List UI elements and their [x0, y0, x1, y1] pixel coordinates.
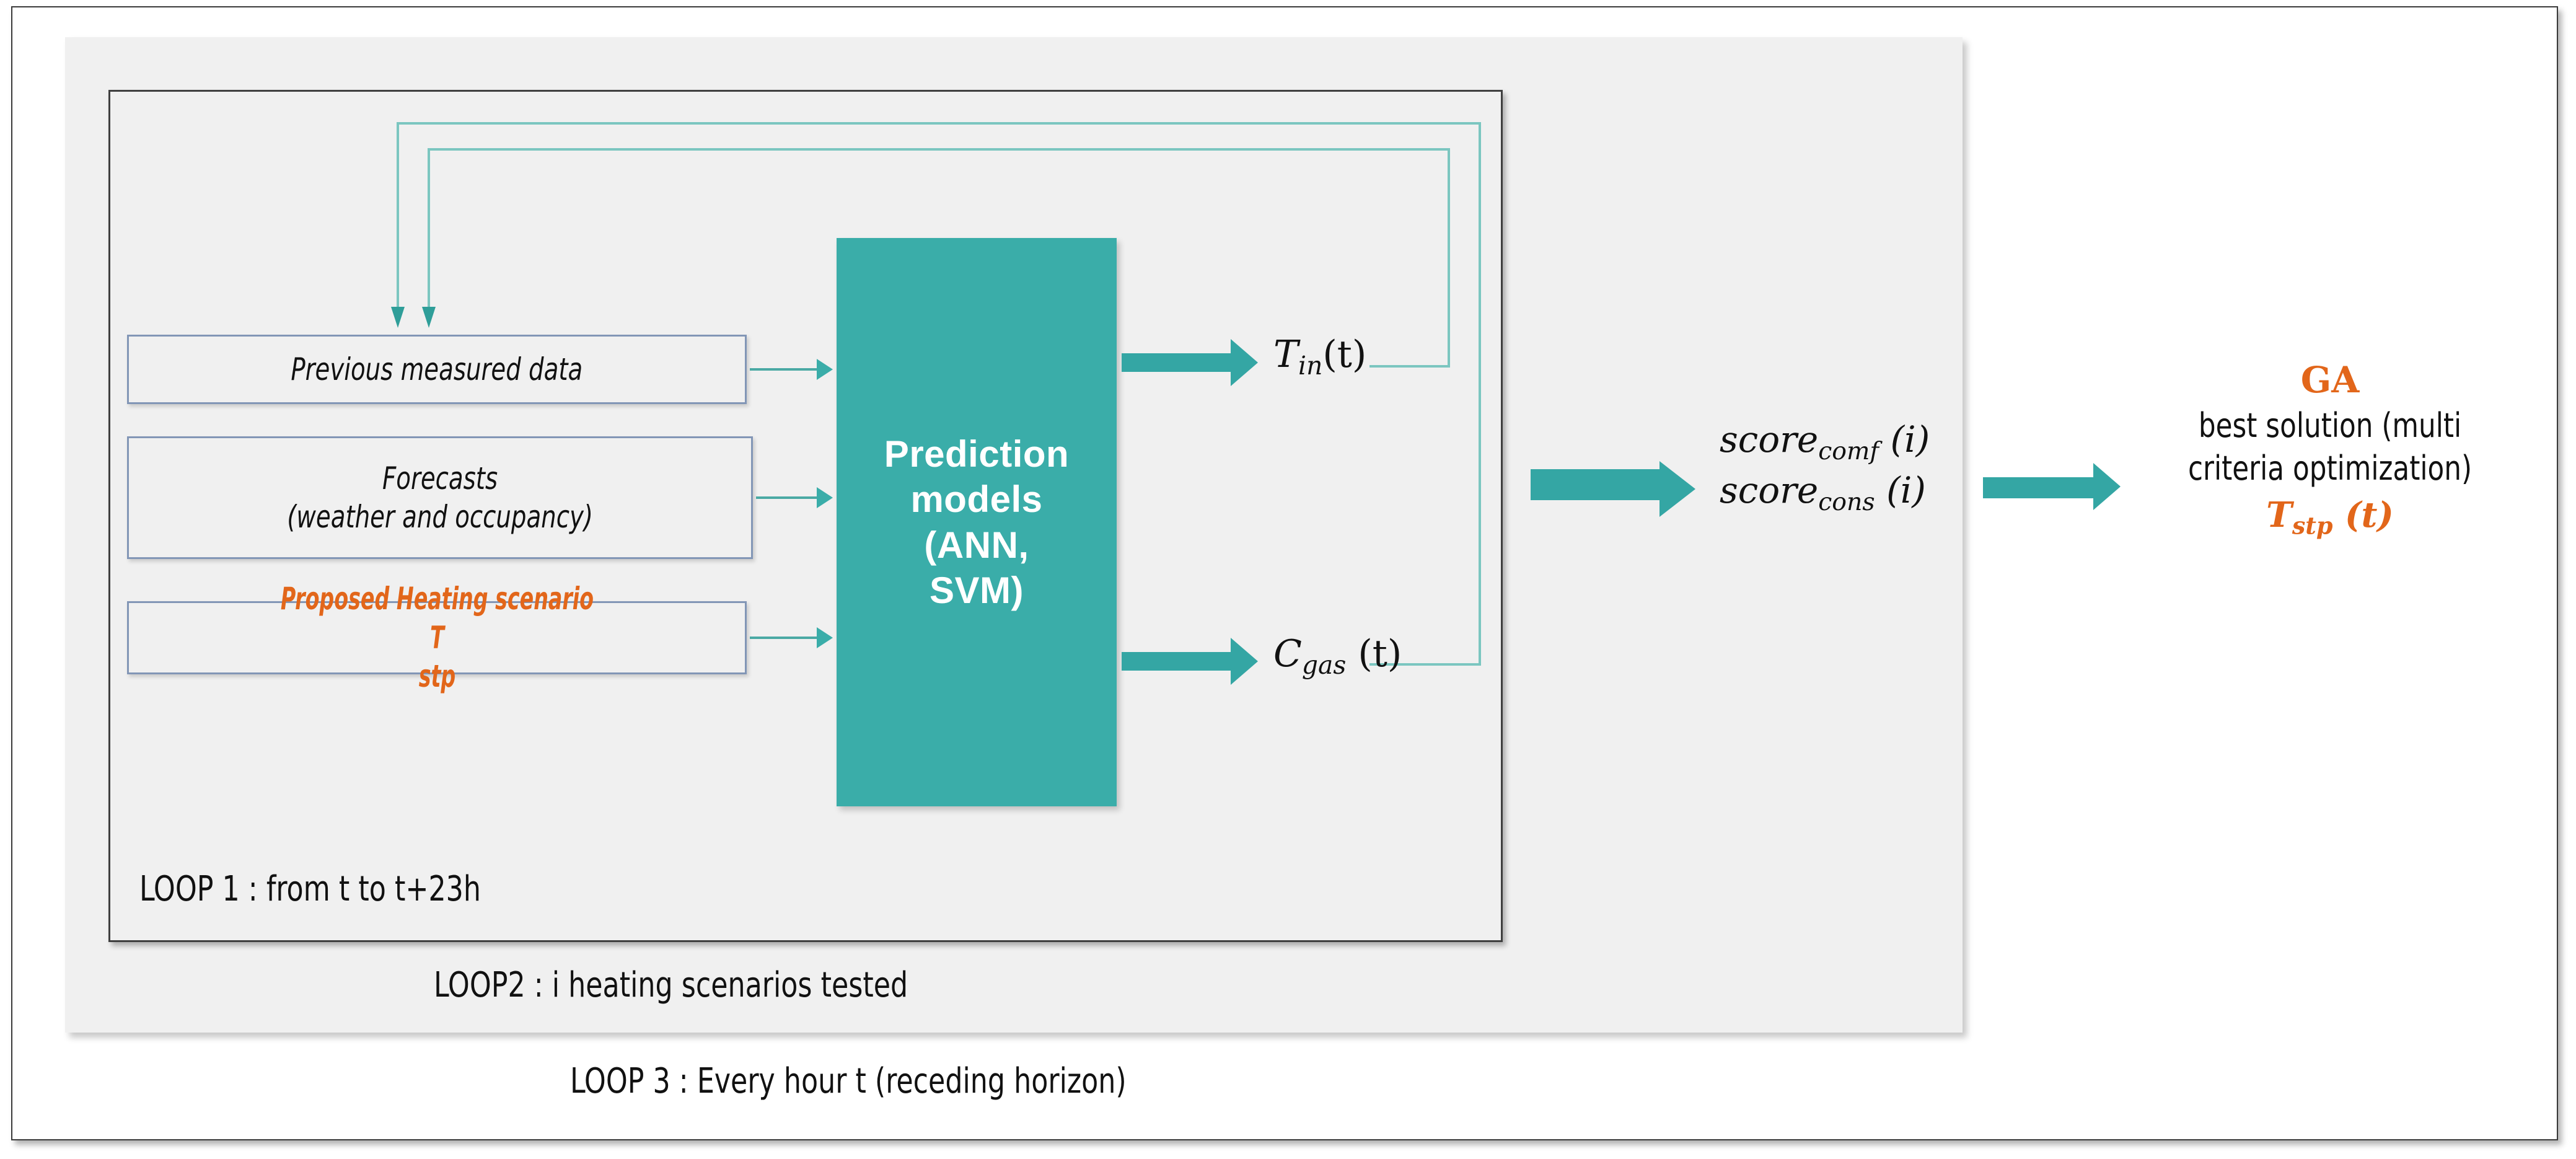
- input-label-forecasts: Forecasts (weather and occupancy): [287, 460, 593, 535]
- score-comfort-label: scorecomf (i): [1720, 416, 1967, 467]
- output-label-indoor-temperature: Tin(t): [1273, 333, 1366, 381]
- ga-block: GA best solution (multi criteria optimiz…: [2101, 359, 2559, 539]
- ga-tstp-argument: (t): [2332, 495, 2394, 536]
- connector-line-forecasts: [756, 496, 823, 499]
- score-cons-argument: (i): [1875, 469, 1926, 512]
- connector-arrowhead-scenario: [817, 627, 833, 648]
- scenario-symbol: T: [429, 619, 444, 656]
- c-gas-subscript: gas: [1301, 650, 1347, 681]
- scenario-subscript: stp: [418, 658, 455, 695]
- ga-title: GA: [2300, 359, 2360, 401]
- score-cons-symbol: score: [1720, 469, 1819, 512]
- prediction-models-box[interactable]: Prediction models (ANN, SVM): [837, 238, 1117, 806]
- score-comf-symbol: score: [1720, 418, 1819, 461]
- output-label-gas-consumption: Cgas (t): [1273, 632, 1402, 680]
- ga-tstp-subscript: stp: [2292, 511, 2333, 540]
- ga-arrow-head: [2093, 463, 2121, 510]
- c-gas-symbol: C: [1273, 632, 1302, 676]
- output-arrow-head-indoor-temperature: [1231, 339, 1258, 386]
- score-block: scorecomf (i) scorecons (i): [1720, 416, 1967, 518]
- t-in-argument: (t): [1322, 333, 1367, 376]
- ga-tstp-label: Tstp (t): [2101, 495, 2559, 539]
- connector-arrowhead-forecasts: [817, 487, 833, 508]
- connector-line-previous: [750, 368, 823, 371]
- diagram-page: Previous measured data Forecasts (weathe…: [11, 6, 2558, 1140]
- connector-line-scenario: [750, 637, 823, 639]
- scores-arrow-head: [1659, 461, 1695, 517]
- output-arrow-head-gas-consumption: [1231, 638, 1258, 685]
- score-comf-subscript: comf: [1818, 436, 1879, 465]
- feedback-inner-vertical-right: [1448, 148, 1450, 368]
- ga-tstp-symbol: T: [2266, 495, 2292, 536]
- feedback-inner-vertical-left: [428, 148, 430, 308]
- connector-arrowhead-previous: [817, 359, 833, 380]
- feedback-inner-arrowhead: [422, 307, 436, 328]
- ga-description: best solution (multi criteria optimizati…: [2187, 405, 2473, 488]
- feedback-outer-vertical-left: [397, 122, 399, 308]
- t-in-symbol: T: [1273, 333, 1299, 376]
- prediction-models-label: Prediction models (ANN, SVM): [884, 433, 1070, 611]
- feedback-outer-vertical-right: [1479, 122, 1481, 666]
- output-arrow-shaft-indoor-temperature: [1122, 353, 1232, 372]
- feedback-outer-horizontal-bottom: [1369, 663, 1481, 666]
- input-box-forecasts[interactable]: Forecasts (weather and occupancy): [127, 436, 753, 559]
- score-cons-subscript: cons: [1818, 487, 1875, 516]
- feedback-outer-horizontal-top: [397, 122, 1481, 125]
- feedback-inner-horizontal-bottom: [1369, 365, 1450, 368]
- input-label-previous-measured-data: Previous measured data: [291, 351, 583, 387]
- output-arrow-shaft-gas-consumption: [1122, 652, 1232, 671]
- loop-1-caption: LOOP 1 : from t to t+23h: [139, 869, 481, 909]
- scores-arrow-shaft: [1531, 469, 1661, 500]
- input-box-previous-measured-data[interactable]: Previous measured data: [127, 335, 747, 404]
- loop-3-caption: LOOP 3 : Every hour t (receding horizon): [570, 1061, 1127, 1101]
- score-comf-argument: (i): [1879, 418, 1930, 461]
- ga-arrow-shaft: [1983, 477, 2095, 498]
- scenario-text: Proposed Heating scenario: [280, 581, 594, 617]
- c-gas-argument: (t): [1346, 632, 1402, 676]
- t-in-subscript: in: [1298, 351, 1323, 381]
- feedback-outer-arrowhead: [391, 307, 405, 328]
- feedback-inner-horizontal-top: [428, 148, 1450, 151]
- loop-2-caption: LOOP2 : i heating scenarios tested: [434, 965, 908, 1005]
- score-consumption-label: scorecons (i): [1720, 467, 1967, 518]
